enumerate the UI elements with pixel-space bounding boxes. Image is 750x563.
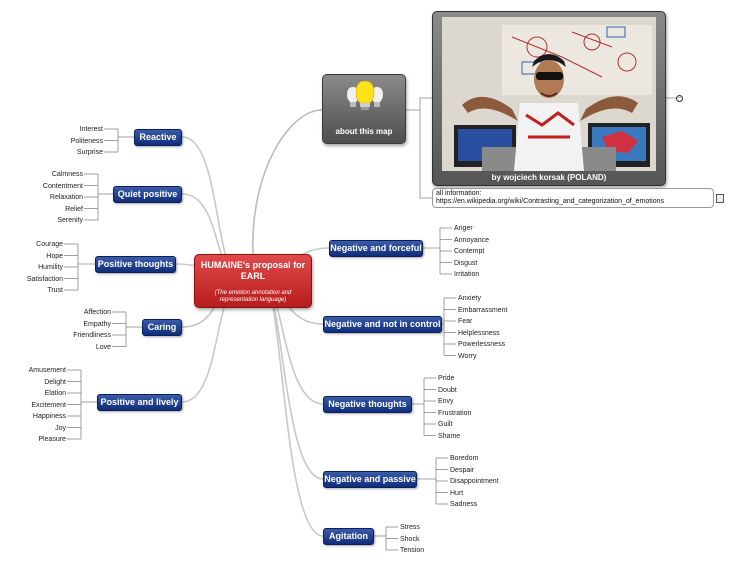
subtopic-interest[interactable]: Interest: [79, 126, 103, 133]
note-icon[interactable]: [716, 194, 724, 203]
subtopic-frustration[interactable]: Frustration: [438, 409, 472, 417]
subtopic-delight[interactable]: Delight: [44, 378, 66, 386]
subtopic-envy[interactable]: Envy: [438, 398, 454, 405]
subtopic-relief[interactable]: Relief: [65, 205, 83, 213]
collapse-toggle-icon[interactable]: −: [676, 95, 683, 102]
subtopic-contentment[interactable]: Contentment: [42, 182, 83, 190]
subtopic-love[interactable]: Love: [95, 343, 111, 351]
subtopic-irritation[interactable]: Irritation: [454, 271, 480, 278]
subtopic-serenity[interactable]: Serenity: [57, 217, 83, 224]
subtopic-worry[interactable]: Worry: [458, 352, 477, 360]
central-topic-title: HUMAINE's proposal for EARL: [200, 260, 306, 281]
subtopic-politeness[interactable]: Politeness: [70, 137, 103, 145]
author-photo: [442, 17, 656, 171]
subtopic-pleasure[interactable]: Pleasure: [38, 436, 66, 443]
about-map-card[interactable]: about this map: [322, 74, 406, 144]
subtopic-affection[interactable]: Affection: [83, 309, 111, 316]
about-map-label: about this map: [335, 127, 393, 136]
photo-caption: by wojciech korsak (POLAND): [491, 173, 607, 182]
subtopic-friendliness[interactable]: Friendliness: [73, 332, 111, 339]
subtopic-helplessness[interactable]: Helplessness: [458, 329, 500, 337]
category-reactive[interactable]: Reactive: [134, 129, 182, 146]
category-negative-and-forceful[interactable]: Negative and forceful: [329, 240, 423, 257]
subtopic-disgust[interactable]: Disgust: [454, 259, 478, 267]
subtopic-boredom[interactable]: Boredom: [450, 455, 479, 462]
category-negative-and-not-in-control[interactable]: Negative and not in control: [323, 316, 442, 333]
subtopic-powerlessness[interactable]: Powerlessness: [458, 341, 506, 348]
info-label: all information:: [436, 190, 482, 197]
category-positive-thoughts[interactable]: Positive thoughts: [95, 256, 176, 273]
category-quiet-positive[interactable]: Quiet positive: [113, 186, 182, 203]
connector: [252, 109, 323, 255]
subtopic-guilt[interactable]: Guilt: [438, 421, 453, 428]
subtopic-contempt[interactable]: Contempt: [454, 248, 485, 255]
subtopic-satisfaction[interactable]: Satisfaction: [26, 275, 63, 283]
subtopic-elation[interactable]: Elation: [44, 390, 66, 397]
connector: [262, 280, 324, 537]
subtopic-anxiety[interactable]: Anxiety: [458, 295, 481, 302]
subtopic-excitement[interactable]: Excitement: [31, 401, 66, 409]
subtopic-joy[interactable]: Joy: [55, 424, 66, 432]
subtopic-humility[interactable]: Humility: [38, 264, 63, 271]
subtopic-fear[interactable]: Fear: [458, 318, 473, 325]
subtopic-annoyance[interactable]: Annoyance: [454, 236, 490, 244]
subtopic-disappointment[interactable]: Disappointment: [450, 478, 499, 485]
subtopic-hope[interactable]: Hope: [46, 252, 63, 260]
subtopic-surprise[interactable]: Surprise: [76, 149, 103, 156]
category-agitation[interactable]: Agitation: [323, 528, 374, 545]
subtopic-courage[interactable]: Courage: [36, 241, 63, 248]
subtopic-tension[interactable]: Tension: [400, 547, 425, 554]
subtopic-trust[interactable]: Trust: [47, 287, 63, 294]
category-negative-thoughts[interactable]: Negative thoughts: [323, 396, 412, 413]
category-positive-and-lively[interactable]: Positive and lively: [97, 394, 182, 411]
info-url-link[interactable]: https://en.wikipedia.org/wiki/Contrastin…: [436, 198, 665, 205]
subtopic-amusement[interactable]: Amusement: [28, 367, 66, 374]
central-topic[interactable]: HUMAINE's proposal for EARL (The emotion…: [194, 254, 312, 308]
subtopic-empathy[interactable]: Empathy: [83, 320, 111, 328]
subtopic-happiness[interactable]: Happiness: [32, 413, 66, 420]
subtopic-anger[interactable]: Anger: [454, 225, 473, 232]
photo-card[interactable]: by wojciech korsak (POLAND): [432, 11, 666, 186]
lightbulb-icon: [347, 81, 383, 110]
subtopic-despair[interactable]: Despair: [450, 466, 475, 474]
subtopic-shock[interactable]: Shock: [400, 535, 420, 543]
connector: [406, 97, 432, 111]
subtopic-hurt[interactable]: Hurt: [450, 489, 464, 497]
subtopic-stress[interactable]: Stress: [400, 524, 420, 531]
info-link-box[interactable]: all information: https://en.wikipedia.or…: [432, 188, 724, 208]
connector: [419, 110, 432, 199]
central-topic-subtitle: (The emotion annotation and representati…: [214, 290, 292, 303]
subtopic-sadness[interactable]: Sadness: [450, 501, 478, 508]
subtopic-embarrassment[interactable]: Embarrassment: [458, 306, 508, 314]
category-negative-and-passive[interactable]: Negative and passive: [323, 471, 417, 488]
category-caring[interactable]: Caring: [142, 319, 182, 336]
subtopic-doubt[interactable]: Doubt: [438, 386, 457, 394]
subtopic-shame[interactable]: Shame: [438, 432, 461, 440]
subtopic-relaxation[interactable]: Relaxation: [49, 194, 83, 201]
subtopic-pride[interactable]: Pride: [438, 375, 455, 382]
subtopic-calmness[interactable]: Calmness: [51, 171, 83, 178]
